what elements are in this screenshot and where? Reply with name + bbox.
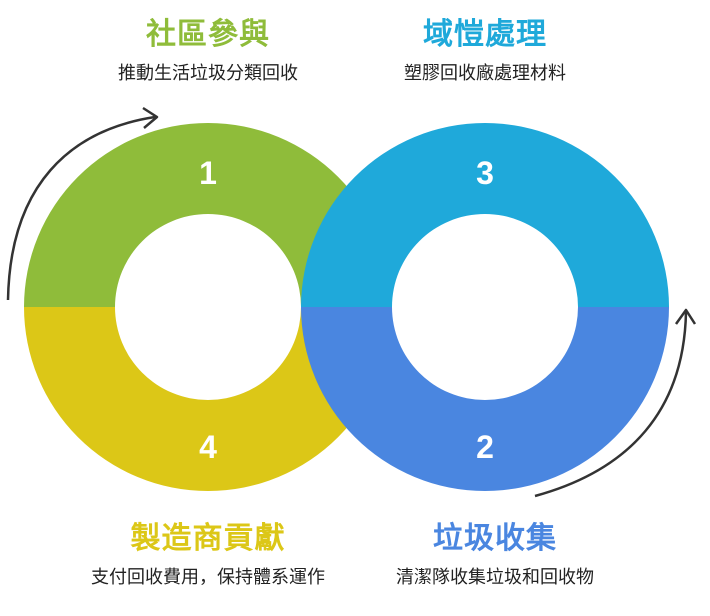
step-number-3: 3 xyxy=(476,155,494,191)
curved-arrow-left xyxy=(6,115,156,301)
step-4-description: 支付回收費用，保持體系運作 xyxy=(91,567,325,588)
step-1-title: 社區參與 xyxy=(146,17,270,52)
step-number-1: 1 xyxy=(199,155,217,191)
step-1-description: 推動生活垃圾分類回收 xyxy=(118,63,298,84)
curved-arrow-right xyxy=(534,311,688,498)
segment-step-2 xyxy=(301,307,669,491)
step-3-title: 域愷處理 xyxy=(423,17,547,52)
arrowhead-right-icon xyxy=(674,308,697,325)
segment-step-1 xyxy=(24,123,392,307)
step-number-4: 4 xyxy=(199,429,217,465)
arrowhead-left-icon xyxy=(142,106,159,129)
step-3-description: 塑膠回收廠處理材料 xyxy=(404,63,566,84)
step-2-block: 垃圾收集 清潔隊收集垃圾和回收物 xyxy=(330,520,660,590)
step-number-2: 2 xyxy=(476,429,494,465)
step-1-block: 社區參與 推動生活垃圾分類回收 xyxy=(58,16,358,86)
step-3-block: 域愷處理 塑膠回收廠處理材料 xyxy=(335,16,635,86)
step-4-block: 製造商貢獻 支付回收費用，保持體系運作 xyxy=(28,520,388,590)
step-2-description: 清潔隊收集垃圾和回收物 xyxy=(396,567,594,588)
segment-step-4 xyxy=(24,307,392,491)
segment-step-3 xyxy=(301,123,669,307)
step-4-title: 製造商貢獻 xyxy=(130,521,286,556)
step-2-title: 垃圾收集 xyxy=(433,521,557,556)
